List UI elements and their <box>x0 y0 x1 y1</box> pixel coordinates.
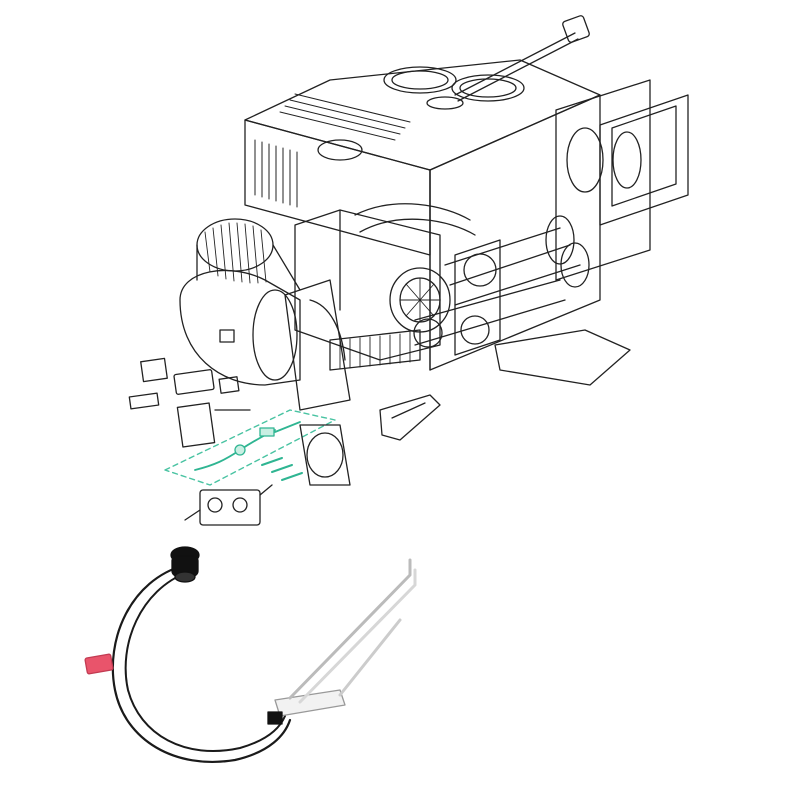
combustion-chamber <box>294 209 501 371</box>
exhaust-tube <box>426 15 590 110</box>
cabinet-housing <box>244 59 604 371</box>
motor-box <box>299 424 351 486</box>
burner-wedge <box>379 394 441 441</box>
blower-wheel <box>196 218 301 291</box>
base-plate <box>494 329 631 386</box>
combustion-fan-wheel <box>389 267 451 333</box>
side-access-panel <box>555 79 689 281</box>
gas-valve <box>184 484 273 526</box>
blower-housing <box>179 269 301 386</box>
highlighted-electrode <box>164 409 336 486</box>
baffle-plate <box>284 279 351 411</box>
heat-exchanger-tubes <box>354 203 590 348</box>
control-components <box>128 357 251 448</box>
electrode-wire-assembly-icon <box>84 546 417 763</box>
